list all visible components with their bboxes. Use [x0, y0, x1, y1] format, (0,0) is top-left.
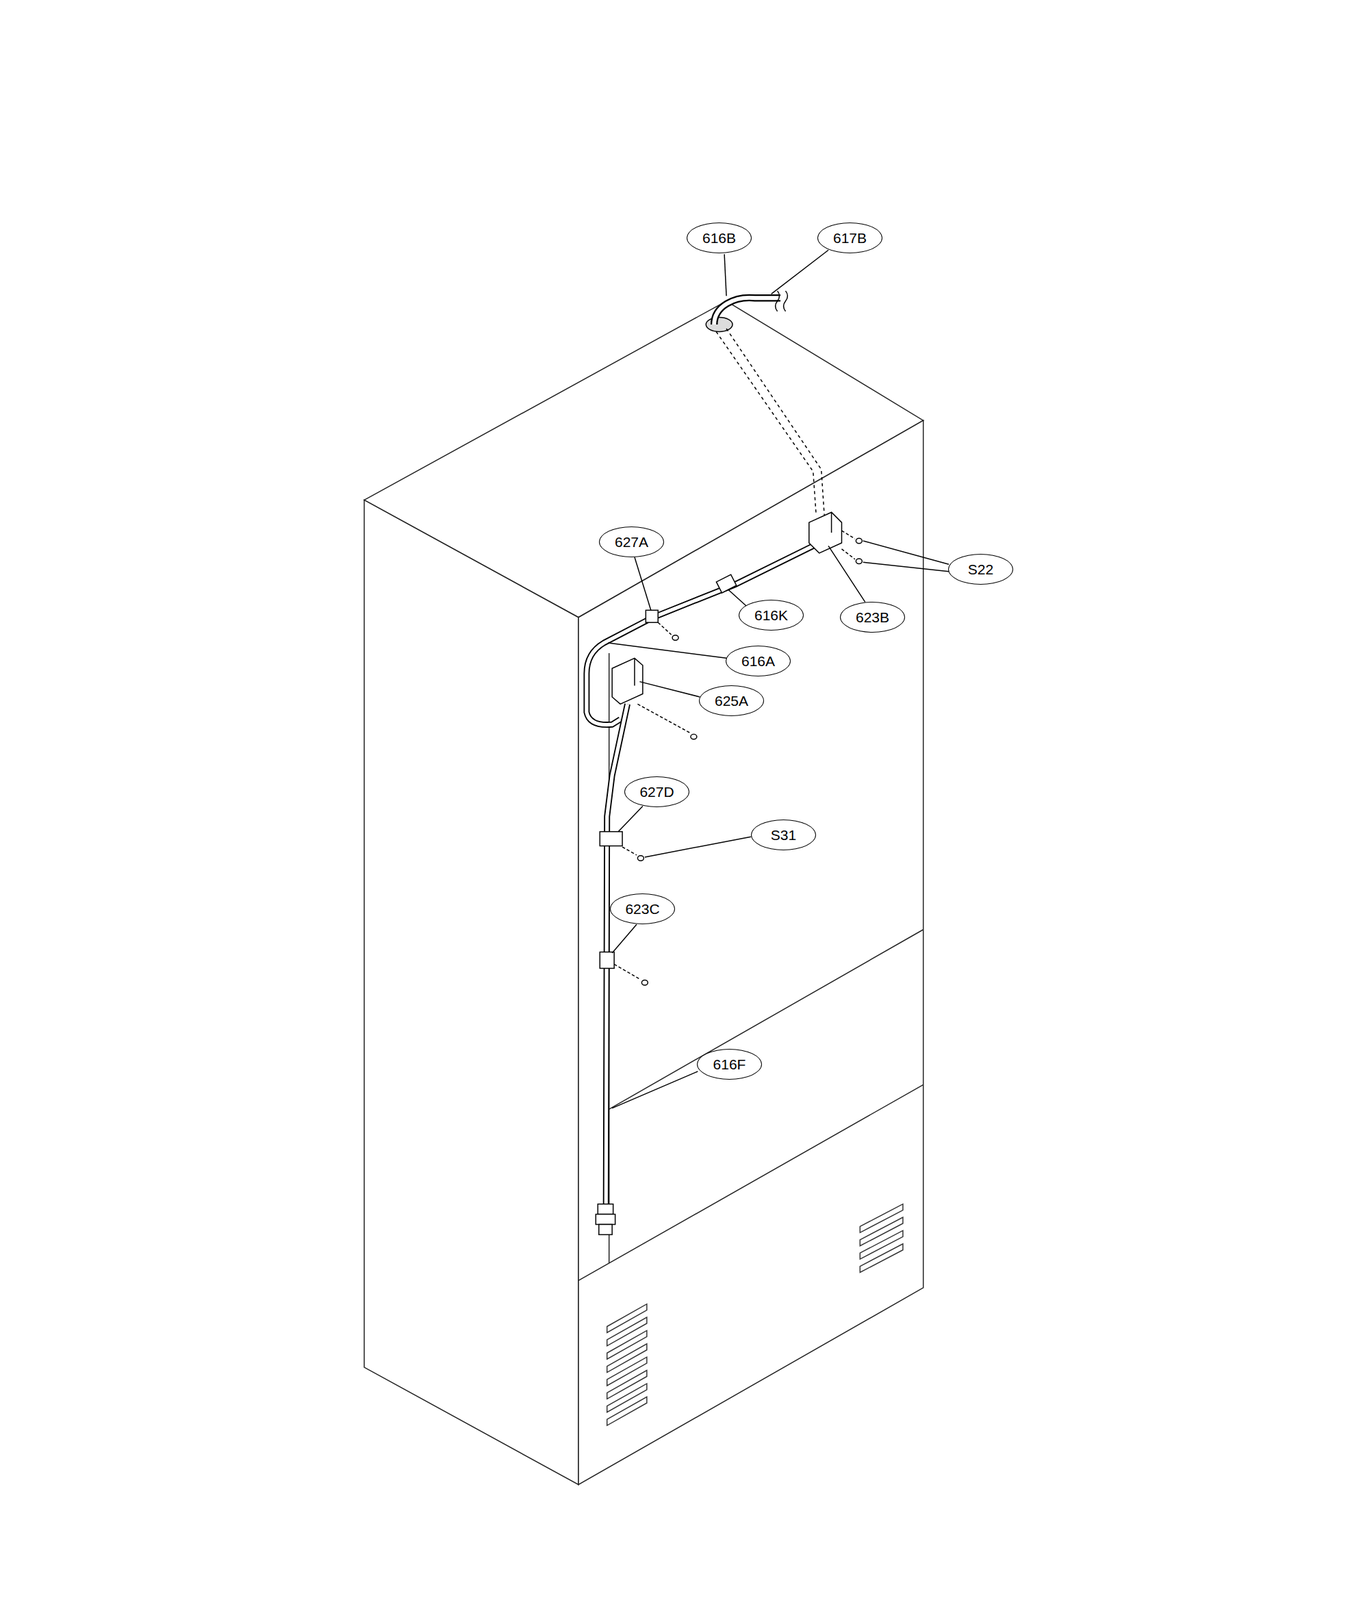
callout-oval: 627A: [599, 526, 665, 558]
callout-oval: 616A: [725, 645, 791, 677]
callout-number: 627D: [639, 783, 674, 801]
callout-oval: S22: [948, 553, 1014, 585]
water-line: [586, 290, 825, 1235]
callout-oval: 617B: [817, 222, 883, 254]
callout-oval: 616K: [738, 599, 804, 631]
callout-oval: 623B: [839, 601, 906, 633]
callout-oval: 616F: [696, 1048, 762, 1080]
callout-number: 625A: [714, 692, 749, 710]
callout-oval: 627D: [624, 776, 690, 808]
cabinet: [364, 301, 924, 1485]
callout-number: 623B: [855, 609, 890, 626]
callout-number: 616A: [741, 653, 775, 670]
leader-lines: [607, 249, 949, 1108]
callout-number: 616F: [713, 1056, 747, 1073]
callout-oval: 616B: [686, 222, 752, 254]
callout-number: 616B: [702, 230, 736, 247]
callout-number: 623C: [625, 900, 660, 918]
callout-oval: S31: [750, 819, 817, 851]
vents: [607, 1204, 903, 1426]
callout-number: 616K: [754, 607, 788, 624]
callout-oval: 623C: [609, 893, 675, 925]
callout-number: S22: [967, 561, 994, 578]
mount-parts: [599, 512, 842, 968]
callout-number: 617B: [833, 230, 867, 247]
callout-number: 627A: [614, 533, 649, 551]
callout-number: S31: [770, 826, 797, 844]
callout-oval: 625A: [698, 685, 764, 717]
